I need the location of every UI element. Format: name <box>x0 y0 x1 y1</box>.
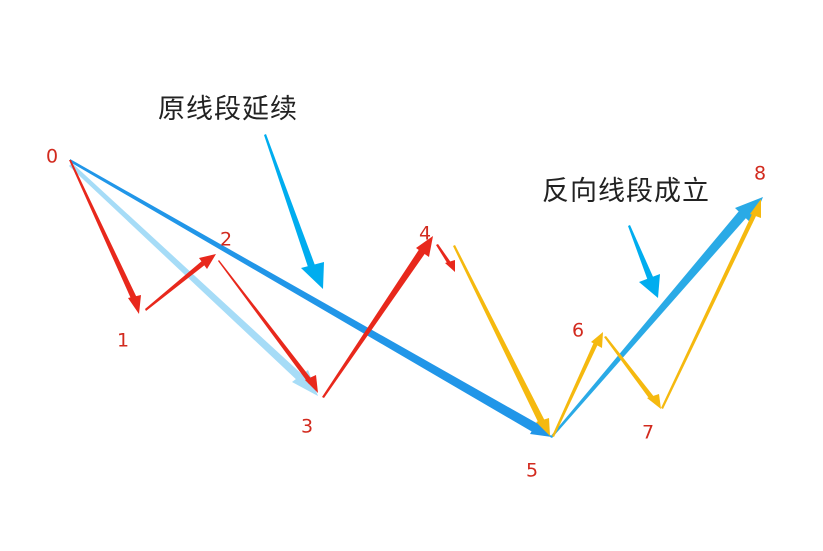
segment-0-5 <box>70 159 552 437</box>
point-label-2: 2 <box>219 228 233 251</box>
callout-arrow-original-icon <box>264 134 324 289</box>
point-label-8: 8 <box>753 162 767 185</box>
annotation-original-segment-continues: 原线段延续 <box>158 94 298 125</box>
point-label-4: 4 <box>418 222 432 245</box>
annotation-reverse-segment-established: 反向线段成立 <box>542 176 710 207</box>
segment-0-3 <box>69 163 318 396</box>
stroke-2-3 <box>218 260 318 393</box>
stroke-1-2 <box>145 254 216 311</box>
stroke-6-7 <box>604 336 661 409</box>
point-label-0: 0 <box>45 145 59 168</box>
segment-5-8 <box>550 197 763 438</box>
stroke-4-tick <box>436 244 455 272</box>
callout-arrow-reverse-icon <box>628 225 660 298</box>
stroke-7-8 <box>661 199 761 409</box>
point-label-6: 6 <box>571 319 585 342</box>
stroke-3-4 <box>322 236 433 398</box>
stroke-4-5 <box>453 245 550 436</box>
point-label-7: 7 <box>641 421 655 444</box>
stroke-5-6 <box>552 332 603 437</box>
point-label-5: 5 <box>525 459 539 482</box>
stroke-0-1 <box>69 160 141 314</box>
point-label-3: 3 <box>300 415 314 438</box>
point-label-1: 1 <box>116 329 130 352</box>
